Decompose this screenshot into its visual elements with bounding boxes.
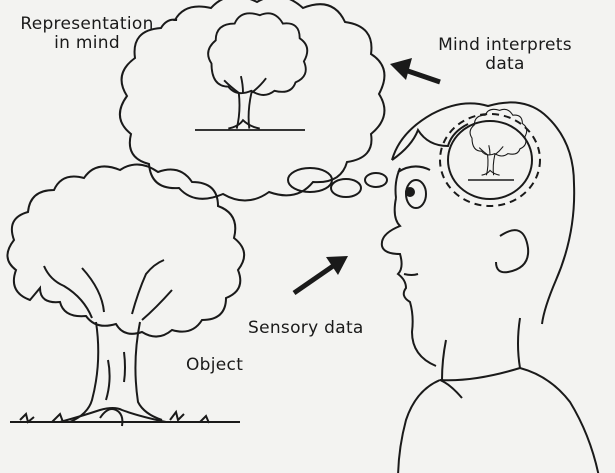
label-object: Object xyxy=(186,355,244,375)
thought-cloud xyxy=(119,0,388,202)
label-mind-interprets-data: Mind interprets data xyxy=(435,36,575,74)
object-tree xyxy=(6,163,245,427)
arrow-sensory xyxy=(292,256,348,296)
label-representation-in-mind: Representation in mind xyxy=(12,15,162,53)
brain-inner-ring xyxy=(447,120,533,200)
arrow-interprets xyxy=(390,58,441,85)
person xyxy=(380,101,600,473)
representation-line-2: in mind xyxy=(54,33,120,53)
brain-outer-ring xyxy=(439,113,541,207)
interprets-line-1: Mind interprets xyxy=(438,35,572,55)
thought-bubble-small xyxy=(364,172,388,188)
representation-line-1: Representation xyxy=(20,14,154,34)
interprets-line-2: data xyxy=(485,54,525,74)
brain-tree-image xyxy=(469,108,528,176)
thought-bubble-large xyxy=(287,167,333,193)
label-sensory-data: Sensory data xyxy=(248,318,364,338)
mental-tree-representation xyxy=(207,12,309,130)
thought-bubble-medium xyxy=(330,178,362,198)
